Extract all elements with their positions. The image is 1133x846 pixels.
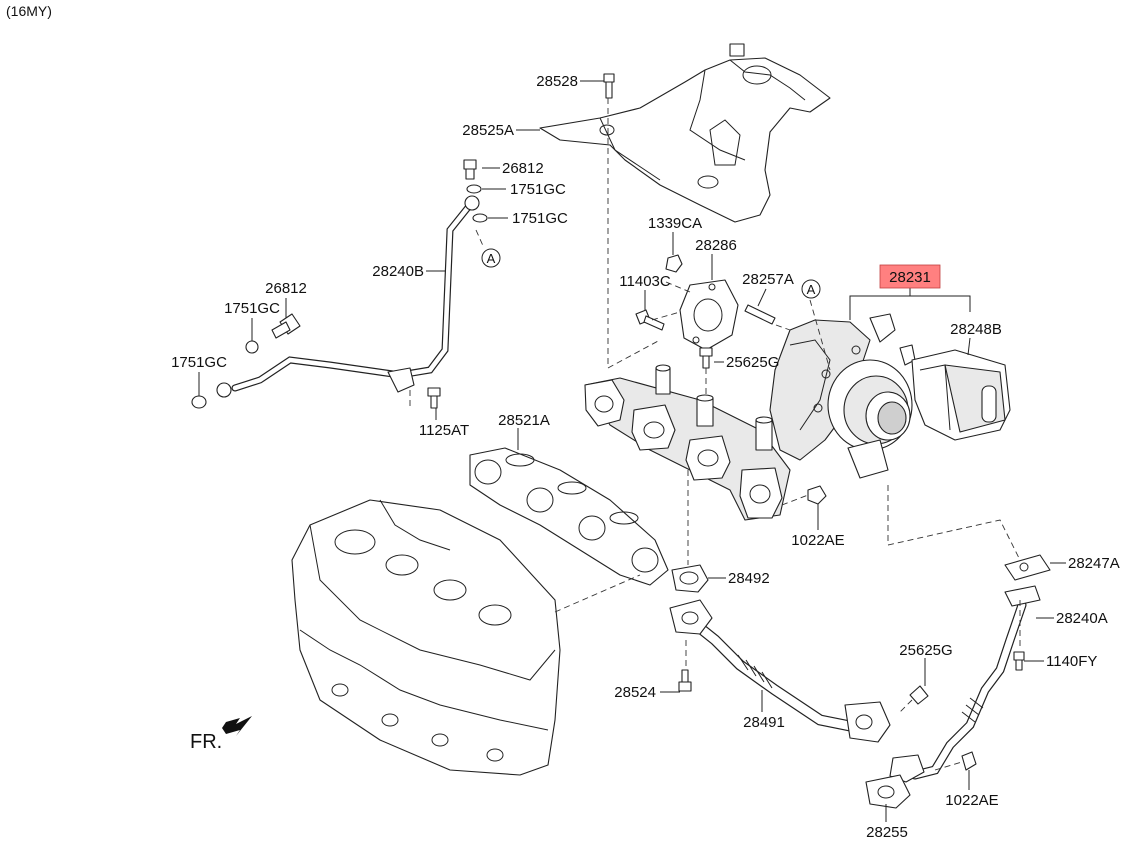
exhaust-manifold [584,364,791,521]
manifold-gasket [469,447,669,586]
callout-1022AE-1[interactable]: 1022AE [791,532,844,549]
highlighted-part-box [879,264,941,289]
washer-2 [472,213,488,223]
callout-28521A[interactable]: 28521A [498,412,550,429]
stud-25625G-top [699,347,713,369]
bolt-28528 [603,73,615,99]
banjo-bolt-left [271,313,301,339]
callout-28528[interactable]: 28528 [536,73,578,90]
front-arrow-icon [222,716,252,736]
leader-lines [198,80,1066,822]
callout-28247A[interactable]: 28247A [1068,555,1120,572]
callout-26812-top[interactable]: 26812 [502,160,544,177]
callout-28240A[interactable]: 28240A [1056,610,1108,627]
bolt-28524 [678,669,692,692]
turbo-gasket [679,279,739,351]
bolt-1125AT [427,387,441,409]
reference-mark-a-right: A [801,279,821,299]
gasket-28492 [671,564,709,593]
reference-mark-a-left: A [481,248,501,268]
washer-4 [191,395,207,409]
assembly-guide-lines [409,98,1021,771]
gasket-28247A [1004,554,1051,581]
actuator [911,349,1011,441]
oil-return-pipe [669,599,891,743]
callout-1751GC-4[interactable]: 1751GC [171,354,227,371]
front-label: FR. [190,731,222,753]
callout-28248B[interactable]: 28248B [950,321,1002,338]
callout-28240B[interactable]: 28240B [372,263,424,280]
turbocharger [769,313,916,479]
callout-25625G-1[interactable]: 25625G [726,354,779,371]
callout-1751GC-1[interactable]: 1751GC [510,181,566,198]
callout-1022AE-2[interactable]: 1022AE [945,792,998,809]
callout-1751GC-2[interactable]: 1751GC [512,210,568,227]
callout-1339CA[interactable]: 1339CA [648,215,702,232]
callout-28286[interactable]: 28286 [695,237,737,254]
front-direction-indicator: FR. [190,716,252,753]
callout-28255[interactable]: 28255 [866,824,908,841]
callout-1140FY[interactable]: 1140FY [1046,653,1097,670]
model-year-label: (16MY) [6,3,52,19]
reference-mark-label: A [807,282,816,297]
callout-26812-left[interactable]: 26812 [265,280,307,297]
callout-28491[interactable]: 28491 [743,714,785,731]
gasket-28255 [865,774,911,809]
washer-1 [466,184,482,194]
callout-28257A[interactable]: 28257A [742,271,794,288]
engine-block [291,499,561,776]
callout-1125AT[interactable]: 1125AT [419,422,469,439]
oil-pipe-right [889,585,1041,783]
heat-shield [539,43,831,223]
callout-labels: 28528 28525A 26812 1751GC 1751GC 28240B … [171,73,1120,841]
oil-feed-pipe [216,195,480,398]
bolt-11403C [635,309,665,331]
callout-28525A[interactable]: 28525A [462,122,514,139]
nut-1022AE-bottom [961,751,977,771]
banjo-bolt-top [463,159,477,180]
callout-11403C[interactable]: 11403C [619,273,671,290]
callout-28524[interactable]: 28524 [614,684,656,701]
washer-3 [245,340,259,354]
reference-mark-label: A [487,251,496,266]
callout-28231[interactable]: 28231 [889,269,931,286]
bolt-1140FY [1013,651,1025,671]
stud-25625G-bottom [909,685,929,705]
callout-28492[interactable]: 28492 [728,570,770,587]
callout-1751GC-3[interactable]: 1751GC [224,300,280,317]
callout-25625G-2[interactable]: 25625G [899,642,952,659]
nut-1022AE-top [807,485,827,505]
stud-28257A [744,304,776,325]
nut-1339CA [665,254,683,273]
